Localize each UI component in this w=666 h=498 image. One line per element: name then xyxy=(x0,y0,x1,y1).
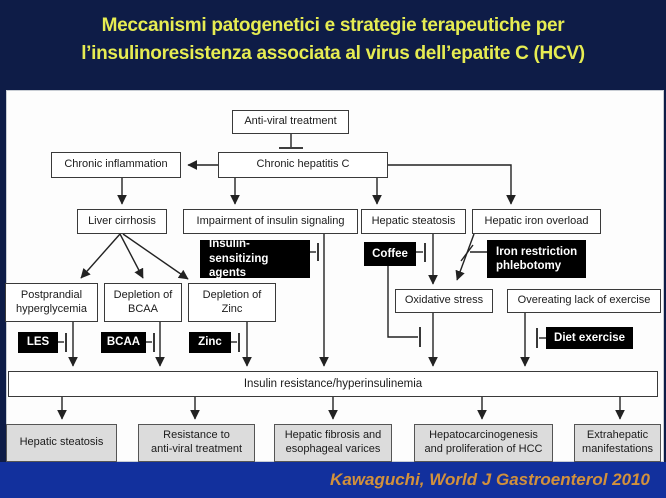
node-depletion-zinc: Depletion of Zinc xyxy=(188,283,276,322)
node-chronic-inflammation: Chronic inflammation xyxy=(51,152,181,178)
node-oxidative-stress: Oxidative stress xyxy=(395,289,493,313)
node-antiviral-treatment: Anti-viral treatment xyxy=(232,110,349,134)
node-outcome-resistance-antiviral-treatment: Resistance to anti-viral treatment xyxy=(138,424,255,462)
node-hepatic-steatosis: Hepatic steatosis xyxy=(361,209,466,234)
node-outcome-hepatocarcinogenesis-hcc: Hepatocarcinogenesis and proliferation o… xyxy=(414,424,553,462)
node-chronic-hepatitis-c: Chronic hepatitis C xyxy=(218,152,388,178)
node-bcaa: BCAA xyxy=(101,332,146,353)
node-insulin-sensitizing-agents: Insulin-sensitizing agents xyxy=(200,238,310,279)
node-outcome-hepatic-steatosis: Hepatic steatosis xyxy=(6,424,117,462)
node-iron-restriction-phlebotomy: Iron restriction phlebotomy xyxy=(487,240,586,278)
node-outcome-hepatic-fibrosis-varices: Hepatic fibrosis and esophageal varices xyxy=(274,424,392,462)
node-diet-exercise: Diet exercise xyxy=(546,327,633,349)
node-les: LES xyxy=(18,332,58,353)
slide-title: Meccanismi patogenetici e strategie tera… xyxy=(81,15,585,64)
node-overeating-lack-of-exercise: Overeating lack of exercise xyxy=(507,289,661,313)
node-zinc: Zinc xyxy=(189,332,231,353)
node-hepatic-iron-overload: Hepatic iron overload xyxy=(472,209,601,234)
node-impairment-insulin-signaling: Impairment of insulin signaling xyxy=(183,209,358,234)
node-depletion-bcaa: Depletion of BCAA xyxy=(104,283,182,322)
node-liver-cirrhosis: Liver cirrhosis xyxy=(77,209,167,234)
citation-text: Kawaguchi, World J Gastroenterol 2010 xyxy=(330,470,650,489)
node-outcome-extrahepatic-manifestations: Extrahepatic manifestations xyxy=(574,424,661,462)
node-insulin-resistance-hyperinsulinemia: Insulin resistance/hyperinsulinemia xyxy=(8,371,658,397)
node-coffee: Coffee xyxy=(364,242,416,266)
footer-band xyxy=(0,462,666,498)
node-postprandial-hyperglycemia: Postprandial hyperglycemia xyxy=(5,283,98,322)
